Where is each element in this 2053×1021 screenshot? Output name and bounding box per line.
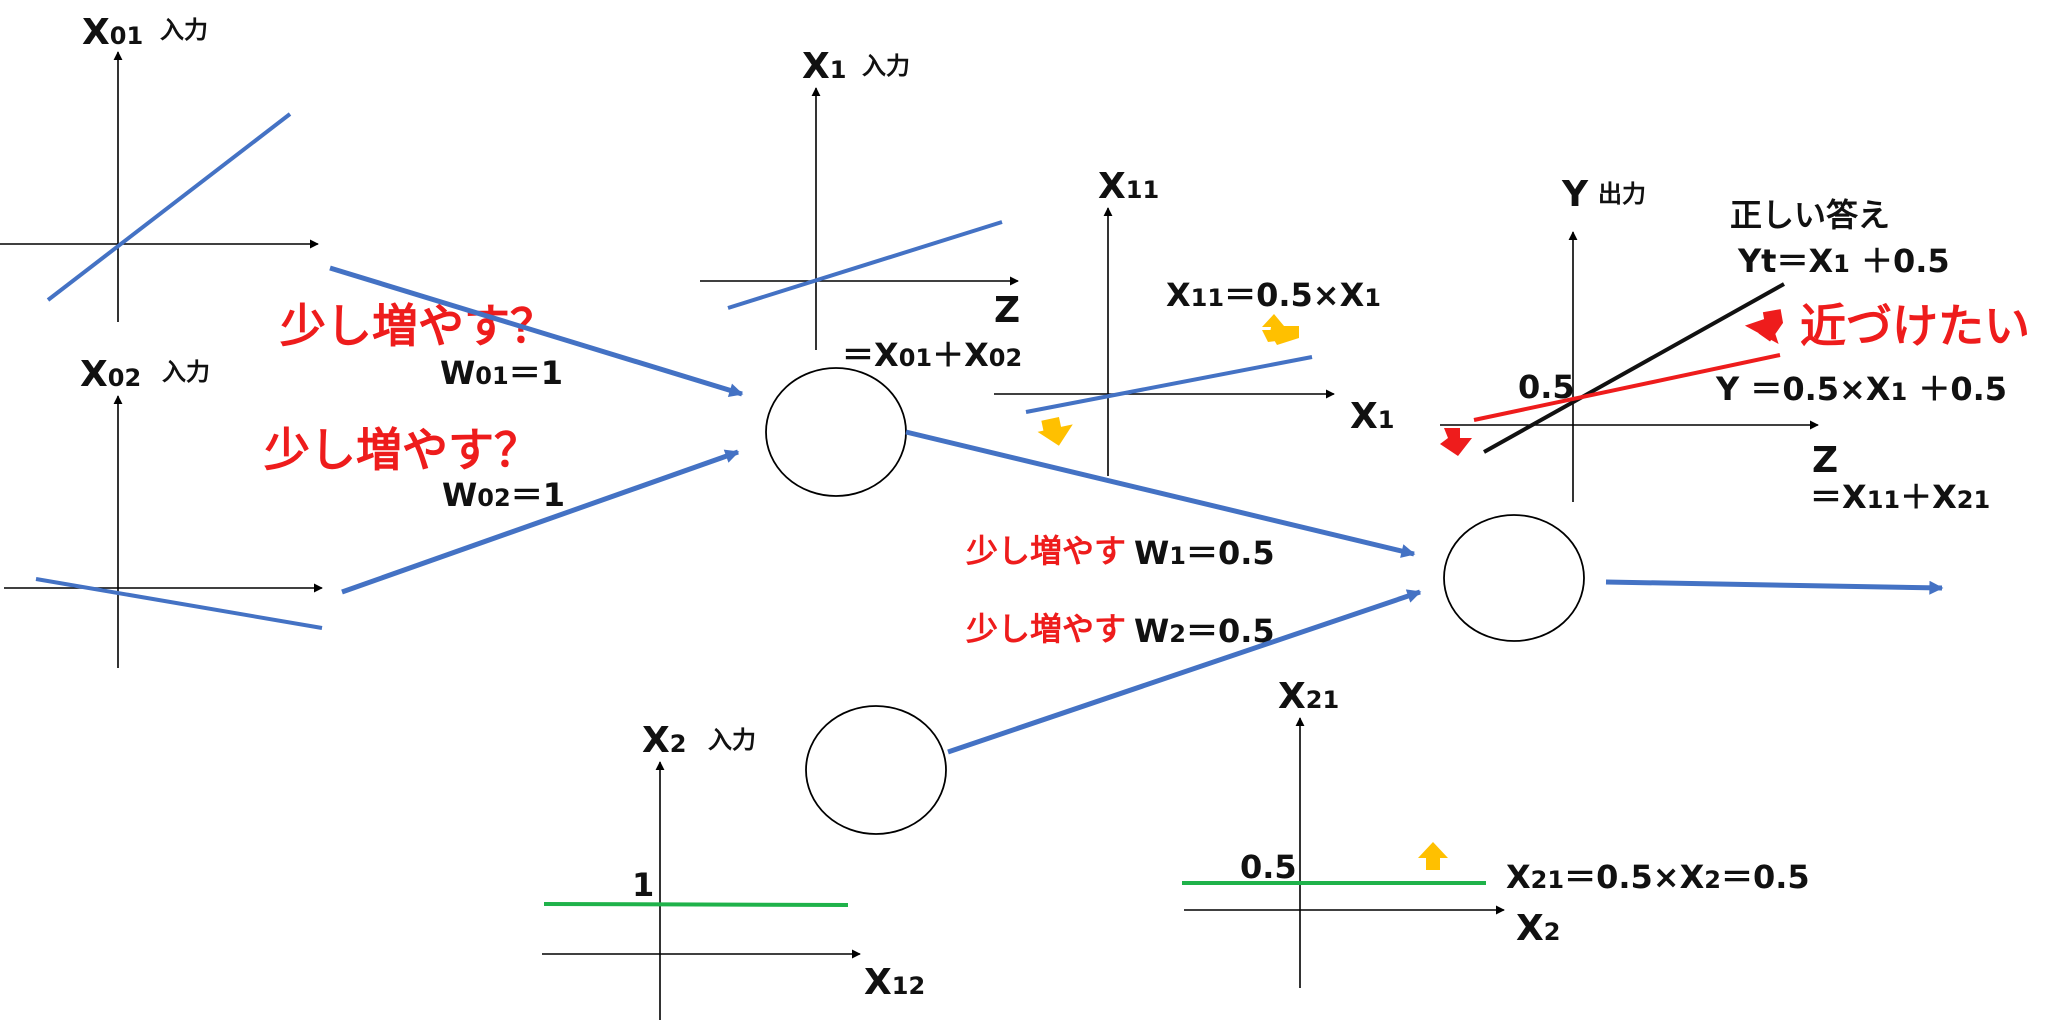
graph-x02-axis-label: X02 bbox=[80, 354, 141, 395]
graph-x1: X1 入力 Z ＝X01＋X02 bbox=[700, 46, 1022, 374]
graph-x01-line bbox=[46, 112, 292, 302]
neuron-1 bbox=[765, 367, 907, 497]
yellow-up-arrow-icon bbox=[1262, 314, 1299, 345]
graph-x2-axis-label: X2 bbox=[642, 720, 686, 761]
graph-x21-axis-label: X21 bbox=[1278, 676, 1339, 717]
graph-x1-line bbox=[727, 220, 1003, 310]
graph-x01-io-label: 入力 bbox=[160, 16, 208, 44]
graph-x1-z-equation: ＝X01＋X02 bbox=[842, 336, 1022, 374]
graph-x1-z-label: Z bbox=[994, 290, 1020, 331]
graph-x1-io-label: 入力 bbox=[862, 52, 910, 80]
graph-x21-x-axis-label: X2 bbox=[1516, 908, 1560, 949]
graph-x01: X01 入力 bbox=[0, 12, 319, 322]
graph-y-axis-label: Y bbox=[1561, 174, 1589, 215]
yellow-down-arrow-icon bbox=[1037, 417, 1073, 446]
graph-y-annotation: 近づけたい bbox=[1800, 299, 2030, 353]
graph-y: Y 出力 正しい答え Yt＝X1 ＋0.5 Y ＝0.5×X1 ＋0.5 0.5… bbox=[1440, 174, 2030, 516]
graph-x02-io-label: 入力 bbox=[162, 358, 210, 386]
edge-neuron-2-to-output bbox=[947, 589, 1422, 755]
graph-y-intercept-label: 0.5 bbox=[1518, 368, 1575, 406]
graph-x2-io-label: 入力 bbox=[708, 726, 756, 754]
neuron-2 bbox=[805, 705, 947, 835]
graph-x1-axis-label: X1 bbox=[802, 46, 846, 87]
w2-label: W2＝0.5 bbox=[1134, 612, 1275, 650]
w1-label: W1＝0.5 bbox=[1134, 534, 1275, 572]
output-neuron bbox=[1443, 514, 1585, 642]
graph-x11-line bbox=[1025, 355, 1313, 414]
graph-x21-value-label: 0.5 bbox=[1240, 848, 1297, 886]
w01-label: W01＝1 bbox=[440, 354, 563, 392]
red-down-arrow-icon bbox=[1440, 428, 1472, 456]
graph-y-output-equation: Y ＝0.5×X1 ＋0.5 bbox=[1715, 370, 2007, 408]
graph-y-correct-equation: Yt＝X1 ＋0.5 bbox=[1737, 242, 1950, 280]
graph-y-output-line bbox=[1473, 353, 1781, 422]
graph-y-z-equation: ＝X11＋X21 bbox=[1810, 478, 1990, 516]
graph-x11-equation: X11＝0.5×X1 bbox=[1166, 276, 1381, 314]
graph-y-z-label: Z bbox=[1812, 440, 1838, 481]
graph-x11-x-axis-label: X1 bbox=[1350, 396, 1394, 437]
graph-y-io-label: 出力 bbox=[1598, 180, 1646, 208]
graph-y-correct-line bbox=[1483, 282, 1785, 454]
graph-x01-axis-label: X01 bbox=[82, 12, 143, 53]
graph-x2-x-axis-label: X12 bbox=[864, 962, 925, 1003]
w02-question-label: 少し増やす？ bbox=[264, 423, 540, 477]
graph-x02: X02 入力 bbox=[4, 354, 323, 668]
graph-x2-line bbox=[543, 902, 849, 907]
w1-prefix-label: 少し増やす bbox=[966, 532, 1126, 570]
graph-x02-line bbox=[35, 577, 323, 630]
graph-x11-axis-label: X11 bbox=[1098, 166, 1159, 207]
graph-x21: X21 0.5 X2 X21＝0.5×X2＝0.5 bbox=[1182, 676, 1810, 988]
w02-label: W02＝1 bbox=[442, 476, 565, 514]
edge-x02-to-neuron-1 bbox=[341, 449, 740, 595]
graph-y-correct-title: 正しい答え bbox=[1730, 196, 1890, 234]
graph-x11: X11 X1 X11＝0.5×X1 bbox=[994, 166, 1394, 476]
w01-question-label: 少し増やす？ bbox=[280, 299, 556, 353]
graph-x2-value-label: 1 bbox=[632, 866, 654, 904]
graph-x2: X2 入力 1 X12 bbox=[542, 720, 925, 1020]
red-up-arrow-icon bbox=[1744, 309, 1784, 345]
edge-x01-to-neuron-1 bbox=[329, 265, 744, 398]
w2-prefix-label: 少し増やす bbox=[966, 610, 1126, 648]
graph-x21-equation: X21＝0.5×X2＝0.5 bbox=[1506, 858, 1810, 896]
edge-output bbox=[1605, 579, 1944, 595]
yellow-up-arrow-icon bbox=[1418, 842, 1448, 870]
edge-neuron-1-to-output bbox=[905, 429, 1416, 558]
